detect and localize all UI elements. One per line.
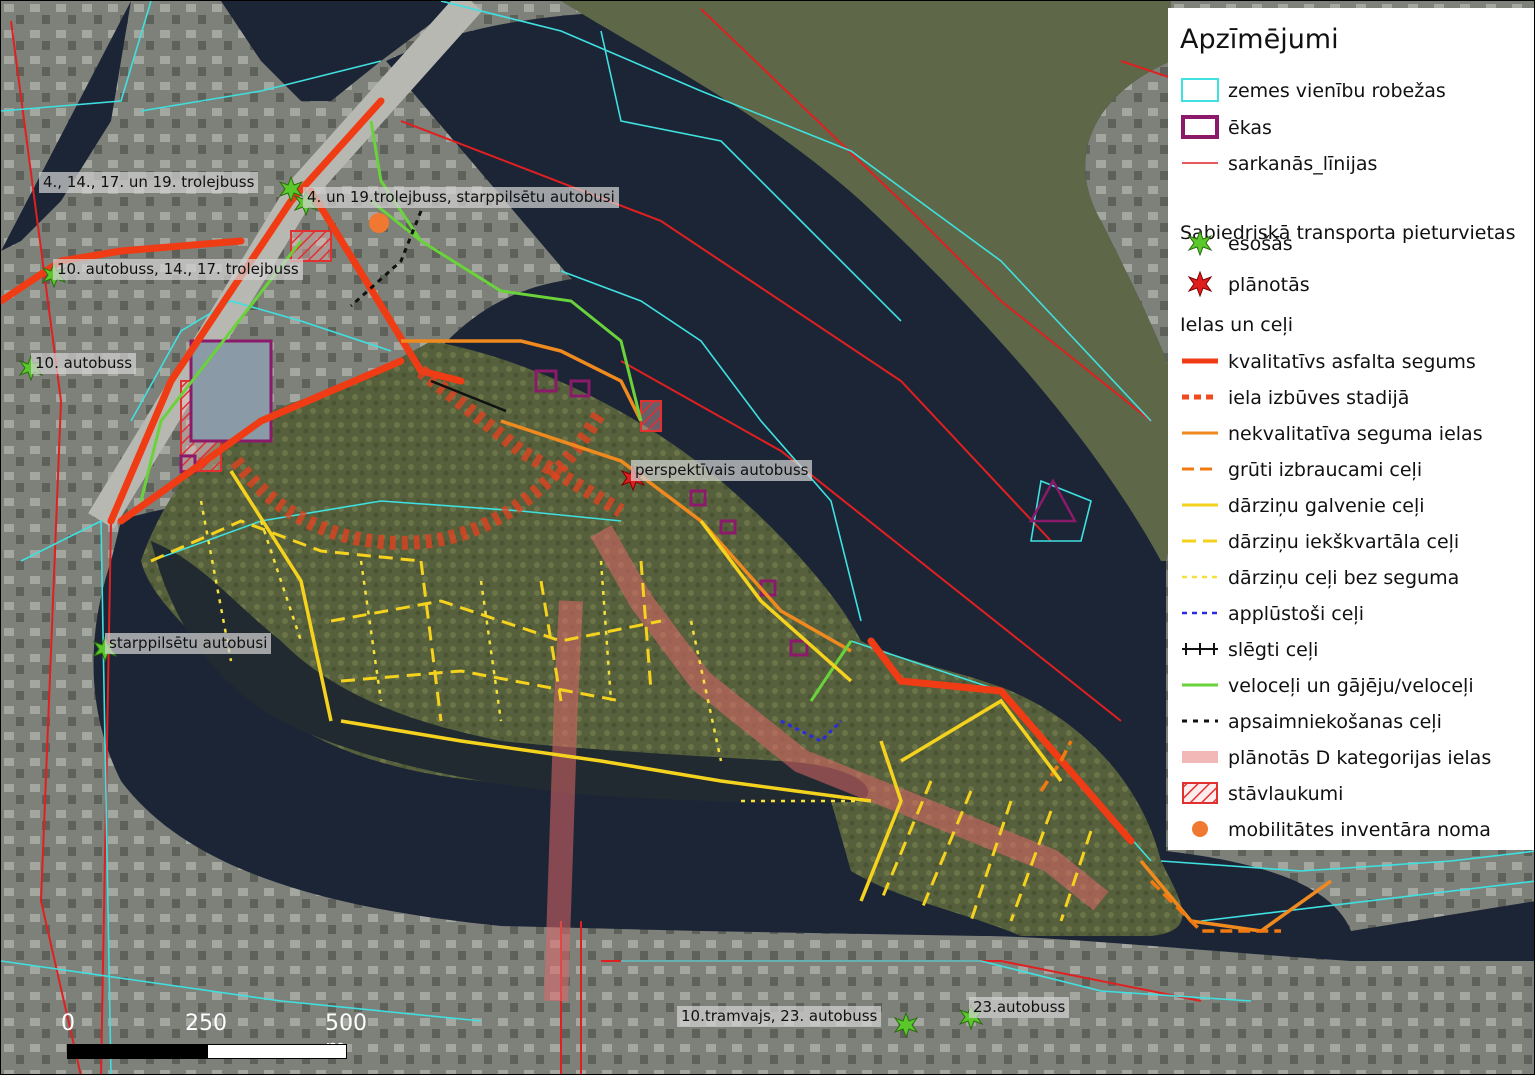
dashed-orange-line-icon xyxy=(1182,467,1218,471)
garden-dirt-roads xyxy=(199,500,861,803)
legend-label: mobilitātes inventāra noma xyxy=(1228,819,1491,841)
red-thin-line-icon xyxy=(1182,162,1218,164)
legend-label: plānotās xyxy=(1228,274,1310,296)
legend-item-closed: slēgti ceļi xyxy=(1180,634,1534,664)
legend-item-rental: mobilitātes inventāra noma xyxy=(1180,814,1534,844)
legend-label: plānotās D kategorijas ielas xyxy=(1228,747,1492,769)
legend-label: iela izbūves stadijā xyxy=(1228,387,1410,409)
legend-item-buildings: ēkas xyxy=(1180,112,1534,142)
legend-title: Apzīmējumi xyxy=(1180,24,1339,55)
legend-label: esošās xyxy=(1228,233,1293,255)
legend-label: dārziņu galvenie ceļi xyxy=(1228,495,1425,517)
stop-label-intercity-bus[interactable]: starppilsētu autobusi xyxy=(105,633,272,654)
hatched-black-line-icon xyxy=(1182,643,1218,655)
legend-item-construction: iela izbūves stadijā xyxy=(1180,382,1534,412)
legend-item-garden-dirt: dārziņu ceļi bez seguma xyxy=(1180,562,1534,592)
scale-bar-white-segment xyxy=(207,1044,347,1059)
orange-line-icon xyxy=(1182,431,1218,435)
legend-label: stāvlaukumi xyxy=(1228,783,1344,805)
thick-red-line-icon xyxy=(1182,358,1218,364)
planned-d-streets xyxy=(544,525,1109,1002)
legend-item-poor-streets: nekvalitatīva seguma ielas xyxy=(1180,418,1534,448)
stop-marker xyxy=(278,175,304,203)
dashed-yellow-line-icon xyxy=(1182,539,1218,543)
red-hatch-square-icon xyxy=(1182,782,1218,804)
pink-band-icon xyxy=(1182,751,1218,763)
legend-item-existing-stops: esošās xyxy=(1180,228,1534,258)
scale-bar-black-segment xyxy=(67,1044,207,1059)
legend-label: kvalitatīvs asfalta segums xyxy=(1228,351,1476,373)
scale-label-0: 0 xyxy=(61,1011,75,1036)
stop-label-bus-23[interactable]: 23.autobuss xyxy=(969,997,1070,1018)
legend-item-hard-roads: grūti izbraucami ceļi xyxy=(1180,454,1534,484)
legend-label: zemes vienību robežas xyxy=(1228,80,1446,102)
stop-label-trolley-4-19-intercity[interactable]: 4. un 19.trolejbuss, starppilsētu autobu… xyxy=(303,187,619,208)
legend-label: dārziņu ceļi bez seguma xyxy=(1228,567,1460,589)
stop-label-perspective-bus[interactable]: perspektīvais autobuss xyxy=(631,460,813,481)
red-star-icon xyxy=(1187,270,1213,298)
north-bank xyxy=(561,1,1191,561)
legend-item-bike: veloceļi un gājēju/veloceļi xyxy=(1180,670,1534,700)
legend-item-asphalt: kvalitatīvs asfalta segums xyxy=(1180,346,1534,376)
cyan-outline-square-icon xyxy=(1181,78,1219,102)
legend-label: nekvalitatīva seguma ielas xyxy=(1228,423,1483,445)
purple-outline-square-icon xyxy=(1181,115,1219,139)
legend-item-garden-main: dārziņu galvenie ceļi xyxy=(1180,490,1534,520)
stop-label-bus-10[interactable]: 10. autobuss xyxy=(31,353,137,374)
management-roads xyxy=(349,210,423,308)
legend-item-garden-inner: dārziņu iekškvartāla ceļi xyxy=(1180,526,1534,556)
river-water xyxy=(1,1,461,251)
garden-main-roads xyxy=(229,470,1063,902)
legend-item-management: apsaimniekošanas ceļi xyxy=(1180,706,1534,736)
green-star-icon xyxy=(1187,229,1213,257)
legend-label: applūstoši ceļi xyxy=(1228,603,1364,625)
dotted-black-line-icon xyxy=(1182,719,1218,723)
garden-inner-roads xyxy=(150,519,1093,922)
legend-item-planned-stops: plānotās xyxy=(1180,269,1534,299)
yellow-line-icon xyxy=(1182,503,1218,507)
legend-item-parcels: zemes vienību robežas xyxy=(1180,75,1534,105)
dotted-yellow-line-icon xyxy=(1182,575,1218,579)
legend-item-parking: stāvlaukumi xyxy=(1180,778,1534,808)
scale-bar: 0 250 500 m xyxy=(61,1011,367,1071)
lagoon-water xyxy=(151,541,869,804)
legend-item-red-lines: sarkanās_līnijas xyxy=(1180,148,1534,178)
legend-item-planned-d: plānotās D kategorijas ielas xyxy=(1180,742,1534,772)
bike-paths xyxy=(139,120,853,702)
legend-item-flooding: applūstoši ceļi xyxy=(1180,598,1534,628)
legend-label: grūti izbraucami ceļi xyxy=(1228,459,1423,481)
legend-heading-roads: Ielas un ceļi xyxy=(1180,314,1293,336)
legend-label: apsaimniekošanas ceļi xyxy=(1228,711,1442,733)
legend-label: slēgti ceļi xyxy=(1228,639,1319,661)
legend-label: sarkanās_līnijas xyxy=(1228,153,1378,175)
hard-roads xyxy=(1039,740,1281,933)
stop-label-trolley-4-14-17-19[interactable]: 4., 14., 17. un 19. trolejbuss xyxy=(39,172,259,193)
scale-label-250: 250 xyxy=(185,1011,227,1036)
legend-label: ēkas xyxy=(1228,117,1272,139)
dotted-blue-line-icon xyxy=(1182,611,1218,615)
closed-roads xyxy=(430,379,507,413)
construction-streets xyxy=(230,365,625,550)
stop-marker xyxy=(893,1011,919,1039)
legend-label: dārziņu iekškvartāla ceļi xyxy=(1228,531,1460,553)
map-legend: Apzīmējumi zemes vienību robežas ēkas sa… xyxy=(1168,8,1534,850)
mobility-rental-point[interactable] xyxy=(369,213,389,233)
legend-label: veloceļi un gājēju/veloceļi xyxy=(1228,675,1474,697)
stop-label-bus-10-trolley-14-17[interactable]: 10. autobuss, 14., 17. trolejbuss xyxy=(53,259,303,280)
orange-dot-icon xyxy=(1192,821,1208,837)
green-line-icon xyxy=(1182,683,1218,687)
legend-heading-transport: Sabiedriskā transporta pieturvietas xyxy=(1180,222,1516,244)
stop-label-tram-10-bus-23[interactable]: 10.tramvajs, 23. autobuss xyxy=(677,1006,882,1027)
dashed-red-line-icon xyxy=(1182,394,1218,400)
